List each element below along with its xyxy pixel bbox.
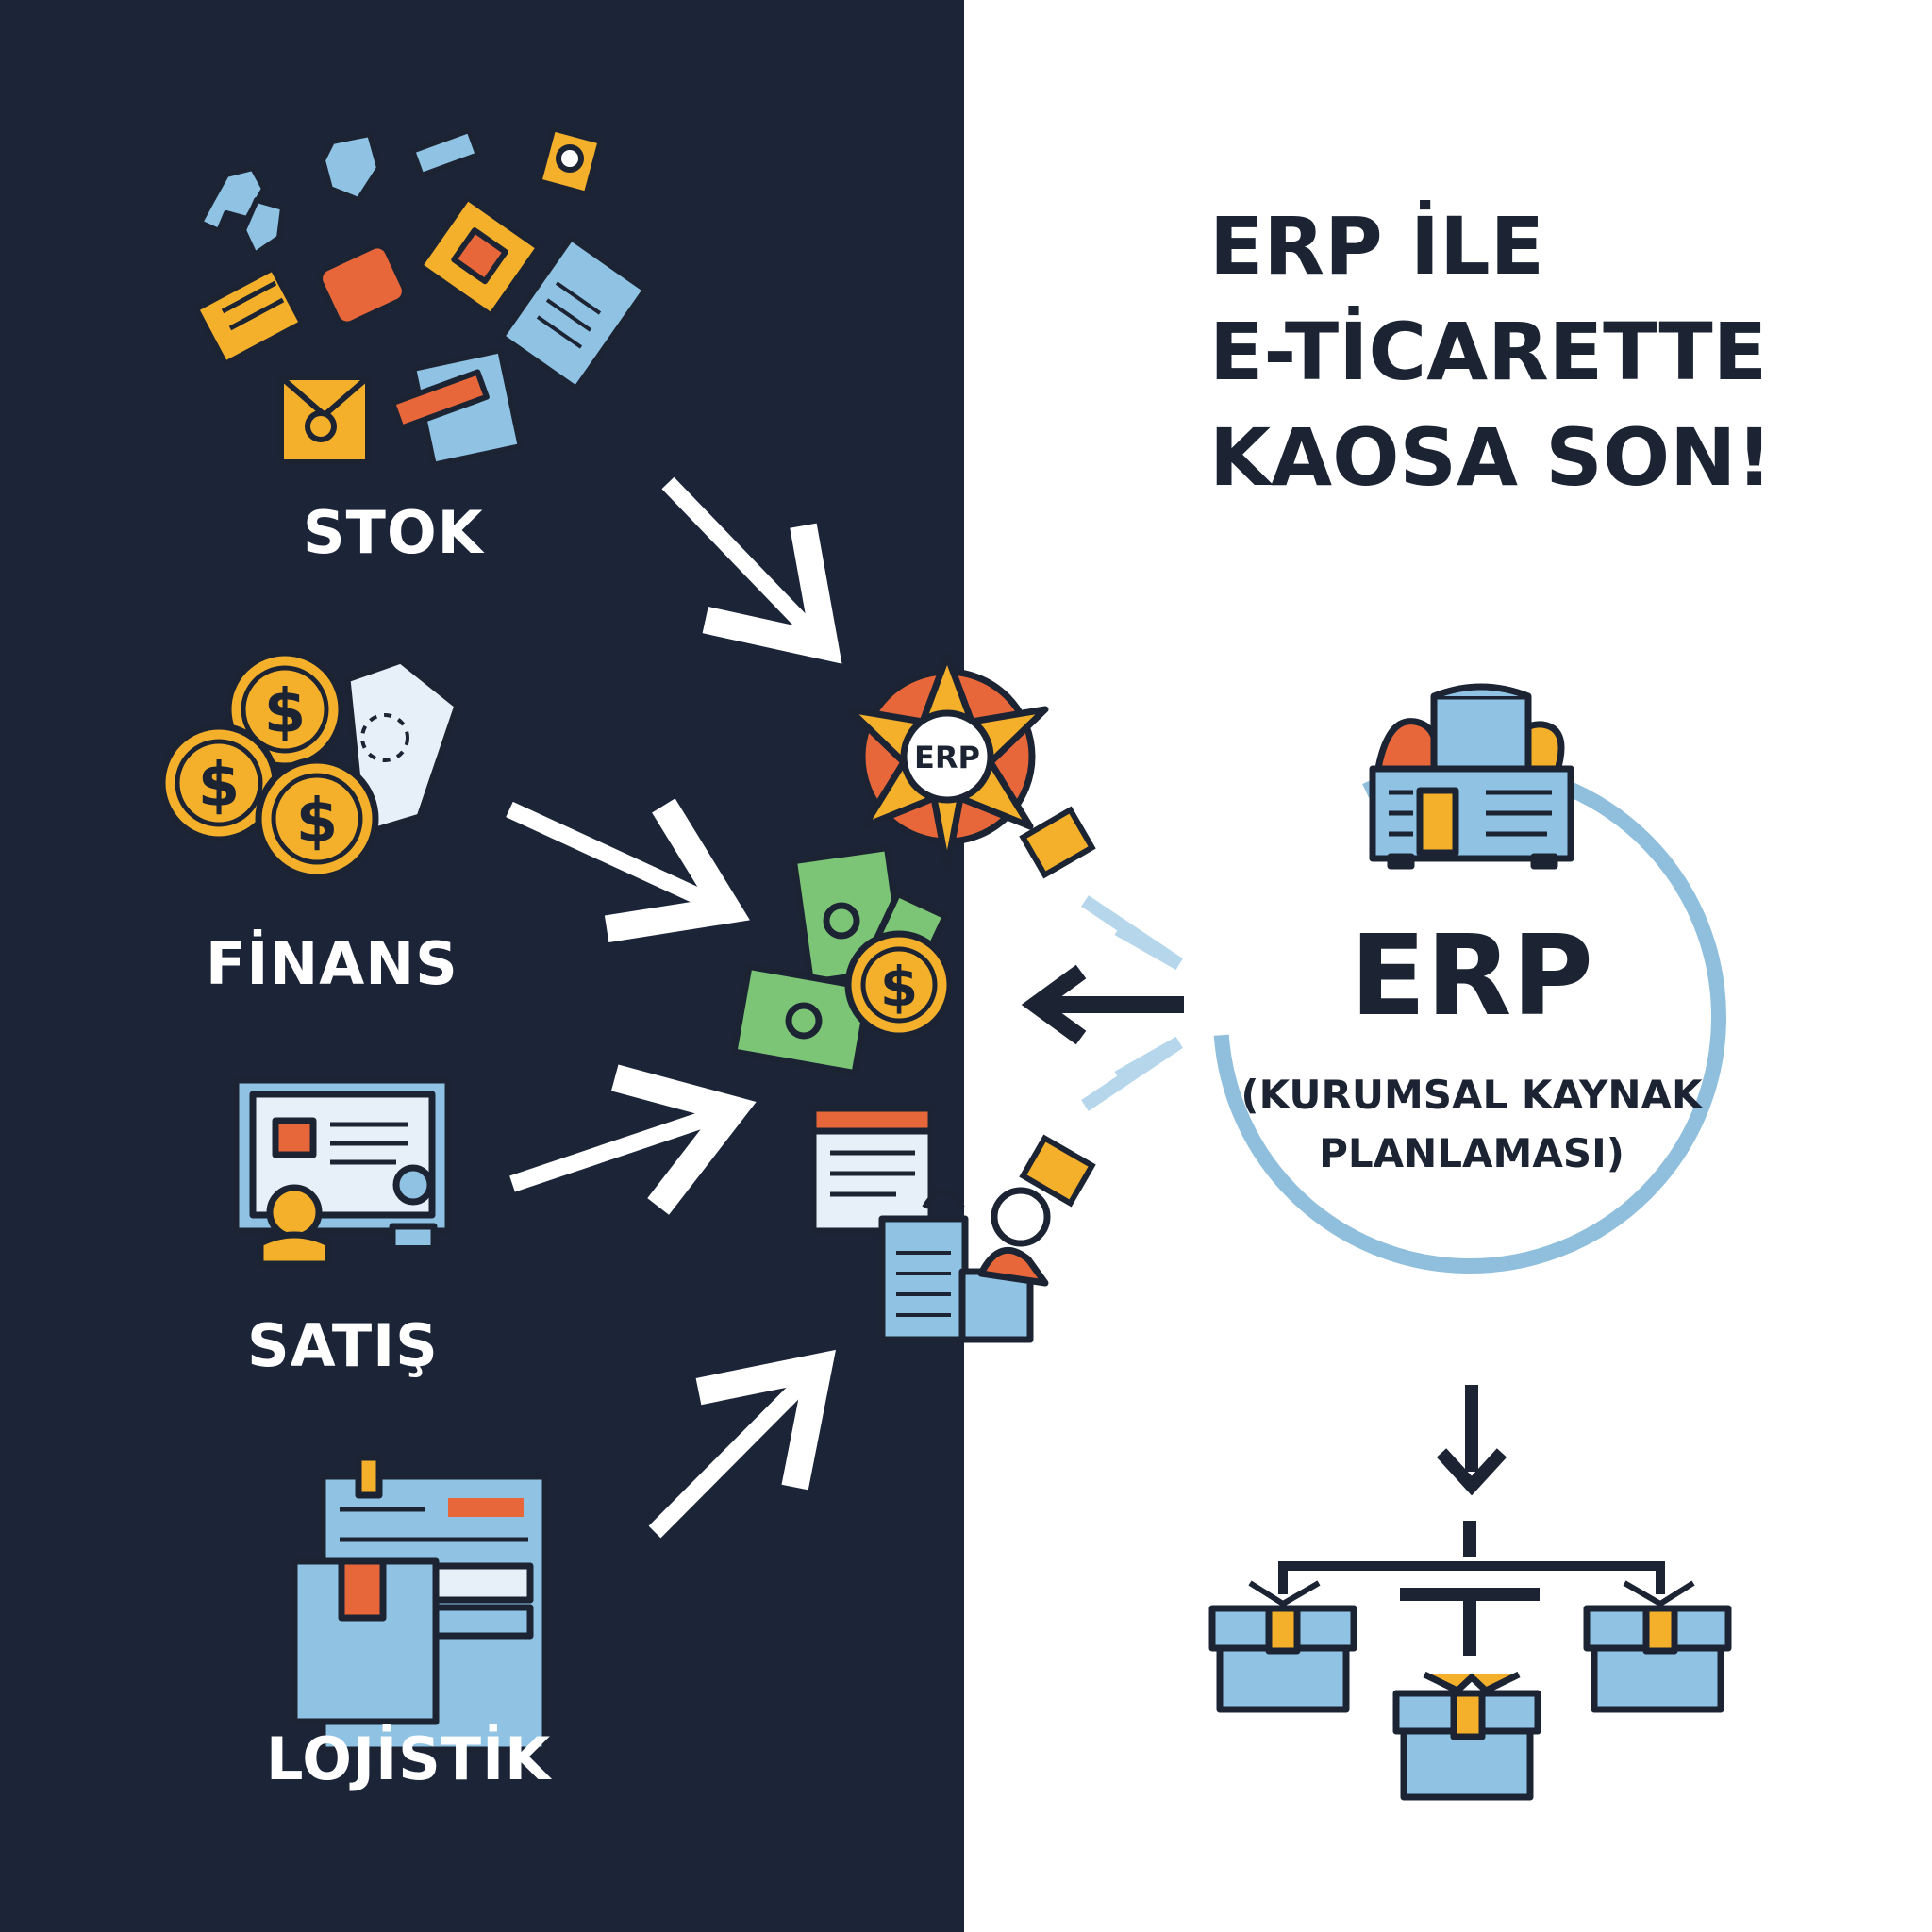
headline-line-2: E-TİCARETTE bbox=[1209, 306, 1768, 398]
distribution-tree bbox=[1278, 1385, 1665, 1656]
arrow-finans bbox=[506, 798, 750, 942]
sync-arrow-top bbox=[1081, 895, 1183, 971]
logistics-icon bbox=[291, 1454, 549, 1754]
delivery-box-left-icon bbox=[1208, 1580, 1357, 1713]
svg-text:$: $ bbox=[198, 751, 241, 821]
stock-chaos-icons bbox=[192, 125, 649, 468]
input-arrows bbox=[506, 476, 842, 1539]
delivery-box-center-icon bbox=[1392, 1671, 1541, 1801]
light-panel bbox=[964, 0, 1932, 1932]
label-lojistik: LOJİSTİK bbox=[266, 1724, 552, 1793]
hub-small-chips bbox=[1019, 806, 1096, 1208]
headline-line-1: ERP İLE bbox=[1209, 200, 1545, 292]
sync-arrow-bottom bbox=[1081, 1036, 1183, 1111]
hub-dollar-sign: $ bbox=[880, 955, 918, 1019]
arrow-satis bbox=[509, 1064, 757, 1215]
warehouse-icon bbox=[1369, 683, 1574, 870]
svg-text:$: $ bbox=[296, 787, 339, 857]
erp-badge-text: ERP bbox=[914, 740, 980, 775]
svg-text:$: $ bbox=[264, 677, 307, 747]
arrow-lojistik bbox=[648, 1349, 836, 1539]
arrow-stok bbox=[661, 476, 842, 664]
erp-subtitle-line-1: (KURUMSAL KAYNAK bbox=[1241, 1072, 1703, 1118]
erp-gear-badge-icon bbox=[845, 652, 1049, 872]
web-shop-icon bbox=[809, 1105, 1051, 1343]
label-stok: STOK bbox=[303, 498, 484, 567]
sync-arrows bbox=[1021, 895, 1184, 1111]
dollar-signs: $ $ $ bbox=[198, 677, 339, 857]
erp-title: ERP bbox=[1350, 910, 1593, 1041]
label-satis: SATIŞ bbox=[247, 1311, 439, 1380]
erp-subtitle-line-2: PLANLAMASI) bbox=[1319, 1130, 1624, 1176]
money-bundle-icon bbox=[730, 844, 954, 1077]
headline-line-3: KAOSA SON! bbox=[1209, 411, 1773, 504]
sales-screen-icon bbox=[232, 1076, 452, 1268]
label-finans: FİNANS bbox=[206, 929, 458, 998]
headline: ERP İLE E-TİCARETTE KAOSA SON! bbox=[1209, 193, 1773, 510]
delivery-box-right-icon bbox=[1583, 1580, 1732, 1713]
finance-coins-icon bbox=[158, 649, 462, 881]
erp-subtitle: (KURUMSAL KAYNAK PLANLAMASI) bbox=[1226, 1066, 1717, 1183]
